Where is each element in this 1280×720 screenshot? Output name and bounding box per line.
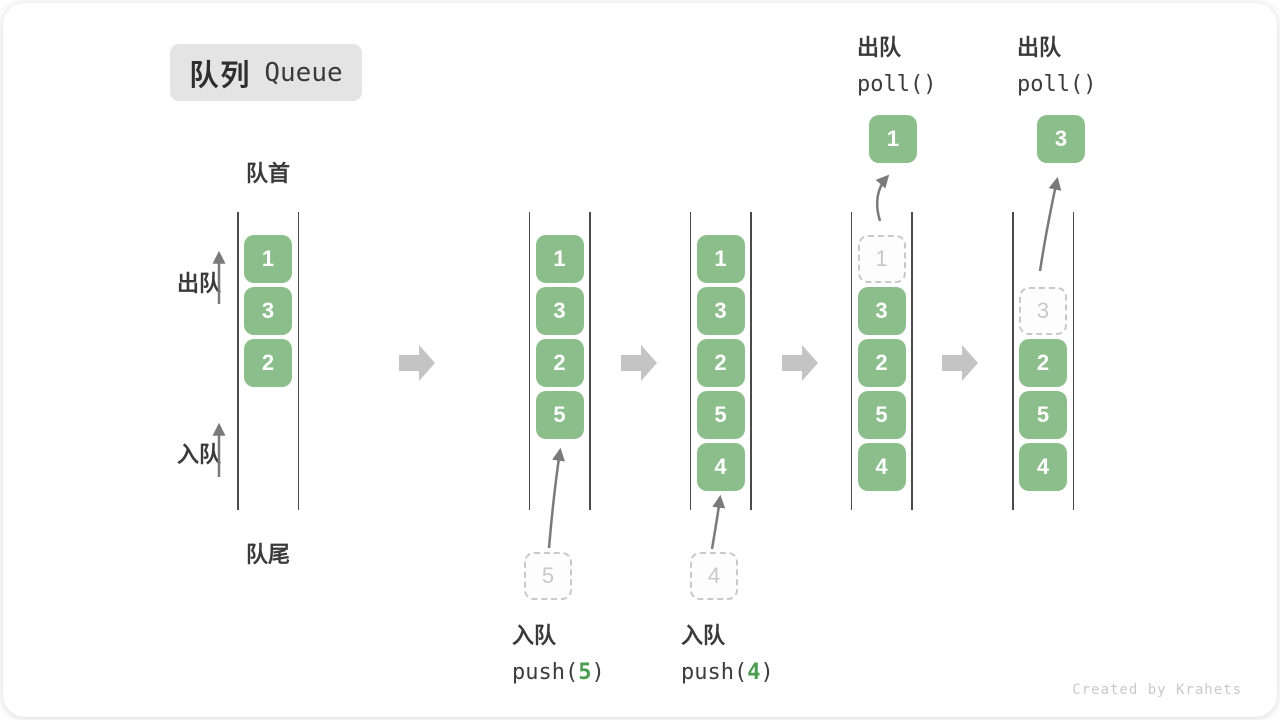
queue-slot-green-4: 4 (696, 443, 745, 491)
queue-wall-right (1072, 212, 1074, 510)
title-english: Queue (264, 57, 343, 88)
queue-slot-green-2: 2 (535, 339, 584, 387)
queue-slot-green-5: 5 (535, 391, 584, 439)
push5-code-post: ) (591, 660, 605, 685)
queue-wall-right (750, 212, 752, 510)
queue-slot-green-2: 2 (1019, 339, 1067, 387)
queue-slot-green-2: 2 (696, 339, 745, 387)
queue-wall-right (589, 212, 591, 510)
queue-slot-green-2: 2 (244, 339, 292, 387)
queue-front-label: 队首 (245, 161, 290, 186)
poll2-label-chinese: 出队 (1017, 35, 1062, 60)
queue-rear-label: 队尾 (245, 542, 290, 567)
queue-column-after-poll-1 (850, 212, 913, 510)
queue-column-after-push-4 (689, 212, 752, 510)
push4-label-chinese: 入队 (681, 623, 726, 648)
push4-code-arg: 4 (747, 660, 761, 685)
queue-column-after-push-5 (528, 212, 591, 510)
queue-wall-left (237, 212, 239, 510)
push5-label-chinese: 入队 (512, 623, 557, 648)
queue-column-after-poll-3 (1012, 212, 1074, 510)
poll2-label-code: poll() (1017, 72, 1097, 97)
step-arrow-1-icon (399, 345, 435, 381)
queue-wall-left (850, 212, 852, 510)
enqueue-side-label: 入队 (177, 442, 222, 467)
poll1-label: 出队 poll() (857, 30, 936, 97)
incoming-ghost-box-5: 5 (524, 552, 572, 600)
popped-box-1: 1 (869, 115, 917, 163)
queue-slot-green-1: 1 (696, 235, 745, 283)
queue-slot-green-3: 3 (696, 287, 745, 335)
queue-slot-green-3: 3 (535, 287, 584, 335)
title-chinese: 队列 (189, 59, 252, 92)
queue-wall-right (911, 212, 913, 510)
queue-wall-left (528, 212, 530, 510)
queue-wall-left (1012, 212, 1014, 510)
queue-wall-left (689, 212, 691, 510)
queue-slot-green-1: 1 (244, 235, 292, 283)
watermark: Created by Krahets (1072, 682, 1242, 698)
push5-code-arg: 5 (578, 660, 592, 685)
queue-slot-green-3: 3 (857, 287, 906, 335)
queue-slot-green-5: 5 (857, 391, 906, 439)
poll1-label-chinese: 出队 (857, 35, 902, 60)
poll1-label-code: poll() (857, 72, 937, 97)
title-badge: 队列 Queue (170, 44, 362, 101)
push5-label-code: push(5) (512, 660, 605, 685)
step-arrow-2-icon (621, 345, 657, 381)
push4-code-pre: push( (681, 660, 748, 685)
queue-slot-green-4: 4 (1019, 443, 1067, 491)
push4-code-post: ) (760, 660, 774, 685)
queue-slot-green-3: 3 (244, 287, 292, 335)
popped-box-3: 3 (1037, 115, 1085, 163)
push5-code-pre: push( (512, 660, 579, 685)
queue-slot-green-5: 5 (1019, 391, 1067, 439)
queue-slot-green-5: 5 (696, 391, 745, 439)
queue-column-initial (237, 212, 299, 510)
push5-label: 入队 push(5) (512, 618, 605, 685)
push4-label: 入队 push(4) (681, 618, 774, 685)
step-arrow-4-icon (942, 345, 978, 381)
push4-label-code: push(4) (681, 660, 774, 685)
queue-slot-ghost-3: 3 (1019, 287, 1067, 335)
dequeue-side-label: 出队 (177, 271, 222, 296)
step-arrow-3-icon (782, 345, 818, 381)
incoming-ghost-box-4: 4 (690, 552, 738, 600)
queue-slot-green-4: 4 (857, 443, 906, 491)
queue-slot-green-2: 2 (857, 339, 906, 387)
queue-slot-ghost-1: 1 (857, 235, 906, 283)
queue-wall-right (297, 212, 299, 510)
queue-slot-green-1: 1 (535, 235, 584, 283)
poll2-label: 出队 poll() (1017, 30, 1096, 97)
